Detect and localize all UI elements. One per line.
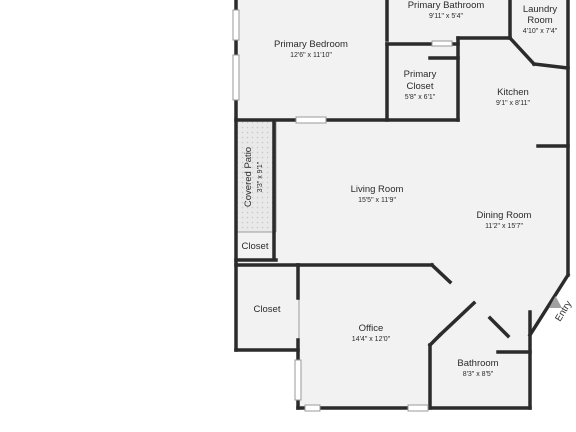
primary-closet-name-line2: Closet — [407, 81, 434, 92]
living-room-dims: 15'5" x 11'9" — [358, 197, 396, 204]
bathroom-name: Bathroom — [457, 358, 498, 369]
closet-large-name: Closet — [254, 304, 281, 315]
entry-arrow-icon — [549, 296, 562, 308]
laundry-room-name-line2: Room — [527, 15, 552, 26]
primary-bathroom-name: Primary Bathroom — [408, 0, 485, 11]
primary-closet-name-line1: Primary — [404, 69, 437, 80]
kitchen-name: Kitchen — [497, 87, 529, 98]
laundry-room-dims: 4'10" x 7'4" — [523, 28, 558, 35]
bathroom-dims: 8'3" x 8'5" — [463, 371, 494, 378]
dining-room-name: Dining Room — [477, 210, 532, 221]
floor-area — [236, 0, 568, 408]
covered-patio-name: Covered Patio — [243, 147, 254, 207]
office-dims: 14'4" x 12'0" — [352, 336, 391, 343]
primary-bathroom-dims: 9'11" x 5'4" — [429, 13, 463, 20]
dining-room-dims: 11'2" x 15'7" — [485, 223, 523, 230]
laundry-room-name-line1: Laundry — [523, 4, 558, 15]
walls — [234, 0, 571, 410]
room-labels: Primary Bathroom 9'11" x 5'4" Laundry Ro… — [242, 0, 558, 378]
primary-closet-dims: 5'8" x 6'1" — [405, 94, 436, 101]
kitchen-dims: 9'1" x 8'11" — [496, 100, 530, 107]
windows — [232, 9, 453, 412]
primary-bedroom-dims: 12'6" x 11'10" — [290, 52, 332, 59]
living-room-name: Living Room — [351, 184, 404, 195]
closet-small-name: Closet — [242, 241, 269, 252]
office-name: Office — [359, 323, 384, 334]
covered-patio-dims: 3'3" x 9'1" — [257, 161, 264, 192]
covered-patio-area — [236, 122, 276, 232]
primary-bedroom-name: Primary Bedroom — [274, 39, 348, 50]
